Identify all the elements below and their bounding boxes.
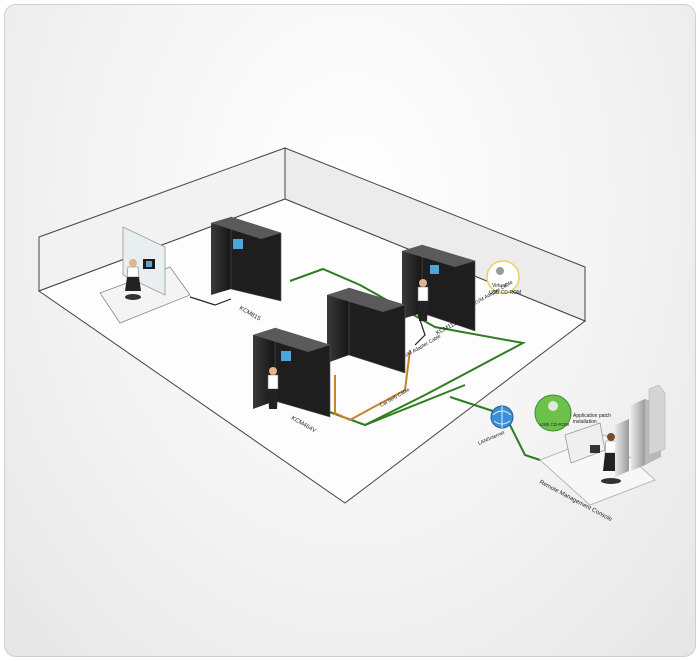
server-rack-icon <box>327 287 406 374</box>
label-app-patch-1: Application patch <box>573 413 611 419</box>
server-rack-icon <box>253 327 331 418</box>
server-rack-icon <box>402 244 476 332</box>
label-virtual-usb-2: USB CD-ROM <box>489 290 521 296</box>
kvm-cables <box>189 296 426 346</box>
person-icon <box>267 367 279 409</box>
room <box>37 147 587 504</box>
label-app-patch-2: installation <box>573 419 597 425</box>
person-icon <box>125 259 141 300</box>
cd-rom-icon <box>534 394 572 432</box>
person-icon <box>417 279 429 321</box>
cd-rom-icon <box>486 260 520 294</box>
diagram-frame: KCM815 KCM1116 KCM464V KVM Adapter Cable… <box>4 4 696 657</box>
globe-icon <box>490 405 514 429</box>
desk-area <box>99 226 191 324</box>
office-building-icon <box>615 384 666 477</box>
label-lan: LAN/Internet <box>477 430 506 447</box>
label-usb-cdrom: USB CD-ROM <box>540 422 569 427</box>
remote-console-platform <box>539 422 656 506</box>
label-virtual-usb-1: Virtual <box>492 283 506 289</box>
network-diagram: KCM815 KCM1116 KCM464V KVM Adapter Cable… <box>37 147 666 523</box>
cat5-cable <box>334 349 411 422</box>
server-rack-icon <box>211 216 282 302</box>
